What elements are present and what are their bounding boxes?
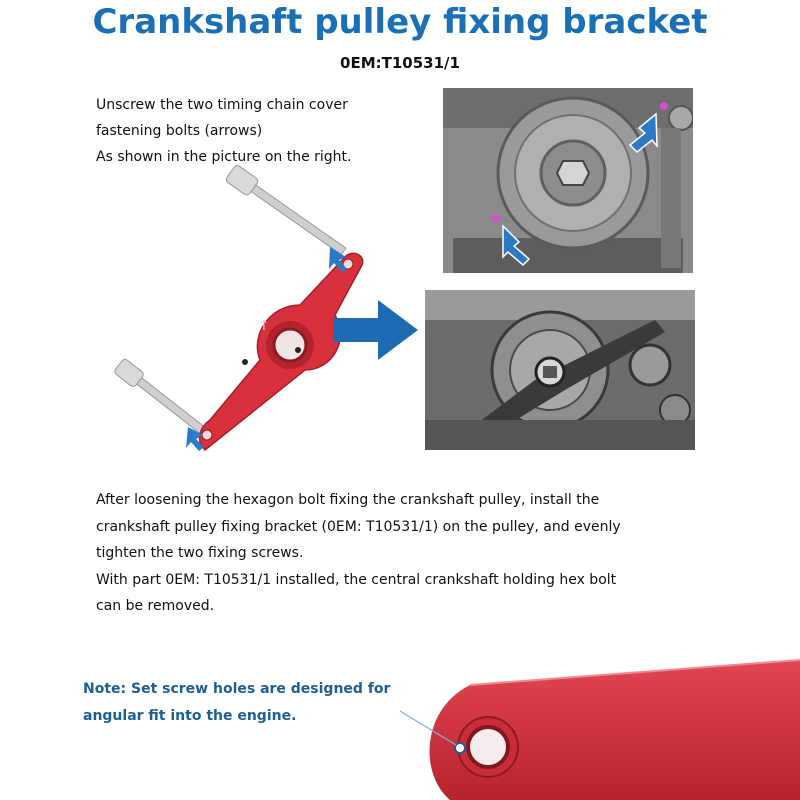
lower-bolt xyxy=(114,358,210,438)
bolt-marker xyxy=(660,102,668,110)
engine-cover-photo xyxy=(443,88,693,273)
note-line: angular fit into the engine. xyxy=(83,708,297,724)
intro-line: Unscrew the two timing chain cover xyxy=(96,97,348,113)
instruction-line: With part 0EM: T10531/1 installed, the c… xyxy=(96,571,617,588)
instruction-line: After loosening the hexagon bolt fixing … xyxy=(96,492,600,508)
intro-text: Unscrew the two timing chain cover faste… xyxy=(96,92,351,170)
bracket-diagram: ↑ xyxy=(110,165,380,455)
upper-bolt xyxy=(225,165,347,256)
oem-number: 0EM:T10531/1 xyxy=(340,54,460,72)
instruction-line: can be removed. xyxy=(96,598,215,614)
big-arrow-icon xyxy=(333,300,418,360)
intro-line: As shown in the picture on the right. xyxy=(96,149,352,165)
note-line: Note: Set screw holes are designed for xyxy=(83,681,391,697)
bolt-marker xyxy=(492,214,500,222)
installed-bracket-photo xyxy=(425,290,695,450)
instruction-line: crankshaft pulley fixing bracket (0EM: T… xyxy=(96,518,621,535)
page-title: Crankshaft pulley fixing bracket xyxy=(92,2,708,42)
instruction-line: tighten the two fixing screws. xyxy=(96,545,304,561)
intro-line: fastening bolts (arrows) xyxy=(96,123,263,139)
installation-instructions: After loosening the hexagon bolt fixing … xyxy=(96,487,736,620)
note-text: Note: Set screw holes are designed for a… xyxy=(83,676,390,730)
svg-text:↑: ↑ xyxy=(258,318,270,334)
bracket-closeup xyxy=(400,655,800,800)
